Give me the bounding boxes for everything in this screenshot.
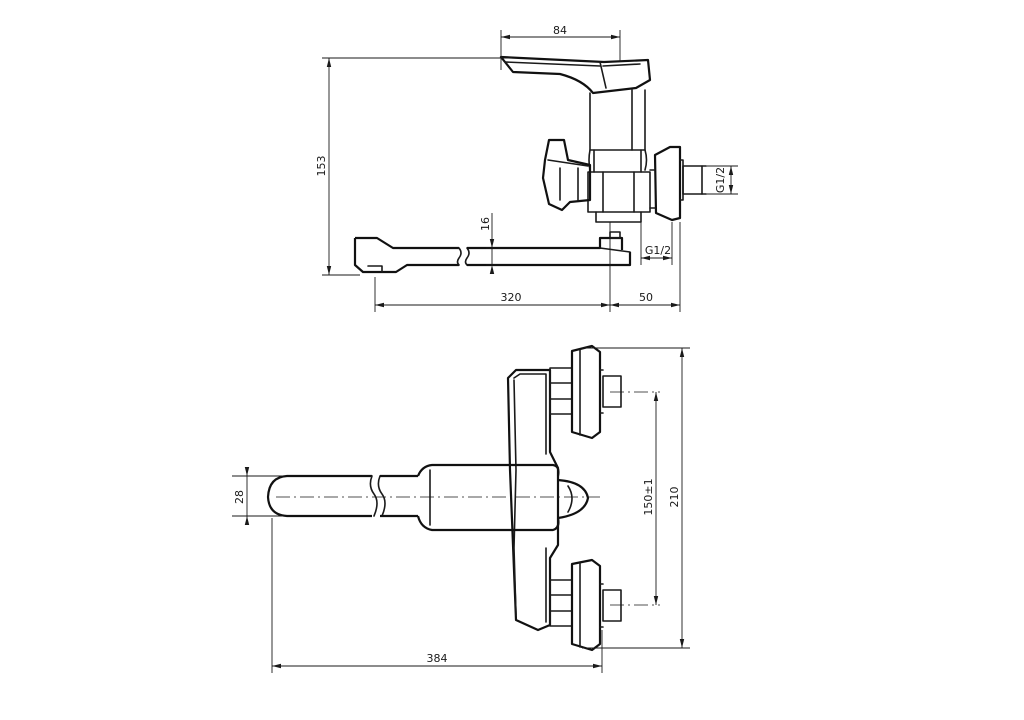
dim-spout-reach: 320 <box>374 222 611 312</box>
dim-label: 50 <box>639 291 653 304</box>
valve-body-plan <box>506 368 560 632</box>
dim-label: 28 <box>233 490 246 504</box>
diverter-knob <box>541 138 592 212</box>
dim-label: G1/2 <box>714 167 727 193</box>
dim-label: 84 <box>553 24 567 37</box>
plan-view: 28 150±1 210 384 <box>232 344 690 673</box>
spout-plan <box>266 463 560 532</box>
lever-handle <box>499 55 652 95</box>
wall-connection <box>649 145 707 222</box>
valve-body <box>587 89 651 223</box>
spout-side <box>353 231 632 274</box>
dim-label: 384 <box>427 652 448 665</box>
dim-label: G1/2 <box>645 244 671 257</box>
dim-overall-width: 210 <box>582 347 690 649</box>
diverter-knob-plan <box>557 478 590 520</box>
dim-height: 153 <box>315 57 512 276</box>
side-view: 84 153 16 320 <box>315 24 738 312</box>
inlet-top <box>549 344 622 440</box>
inlet-bottom <box>549 558 622 652</box>
dim-inlet-spacing: 150±1 <box>642 392 659 605</box>
dim-lever-length: 84 <box>500 24 621 70</box>
dim-thread-horizontal: G1/2 <box>640 222 673 265</box>
dim-spout-width: 28 <box>232 467 282 525</box>
dim-label: 210 <box>668 487 681 508</box>
dim-label: 16 <box>479 217 492 231</box>
dim-wall-offset: 50 <box>610 222 681 312</box>
centerlines <box>276 391 660 606</box>
dim-overall-length: 384 <box>271 518 603 673</box>
dim-label: 153 <box>315 156 328 177</box>
dim-thread-vertical: G1/2 <box>702 165 738 195</box>
dim-label: 150±1 <box>642 478 655 515</box>
dim-label: 320 <box>501 291 522 304</box>
dim-spout-thickness: 16 <box>479 213 500 274</box>
